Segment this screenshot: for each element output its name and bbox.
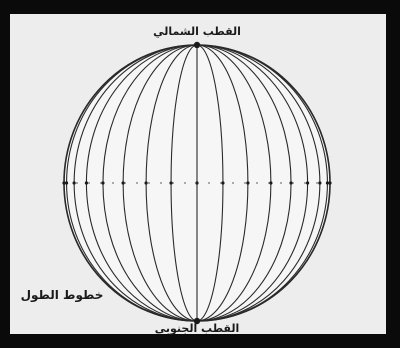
longitude-lines-label: خطوط الطول <box>21 288 104 303</box>
equator-tick <box>306 181 309 184</box>
equator-tick <box>246 181 249 184</box>
south-pole-label: القطب الجنوبي <box>155 322 239 335</box>
north-pole-marker <box>194 42 200 48</box>
north-pole-label: القطب الشمالي <box>153 25 241 38</box>
equator-tick <box>73 181 76 184</box>
equator-tick <box>318 181 321 184</box>
equator-tick <box>145 181 148 184</box>
equator-tick <box>85 181 88 184</box>
